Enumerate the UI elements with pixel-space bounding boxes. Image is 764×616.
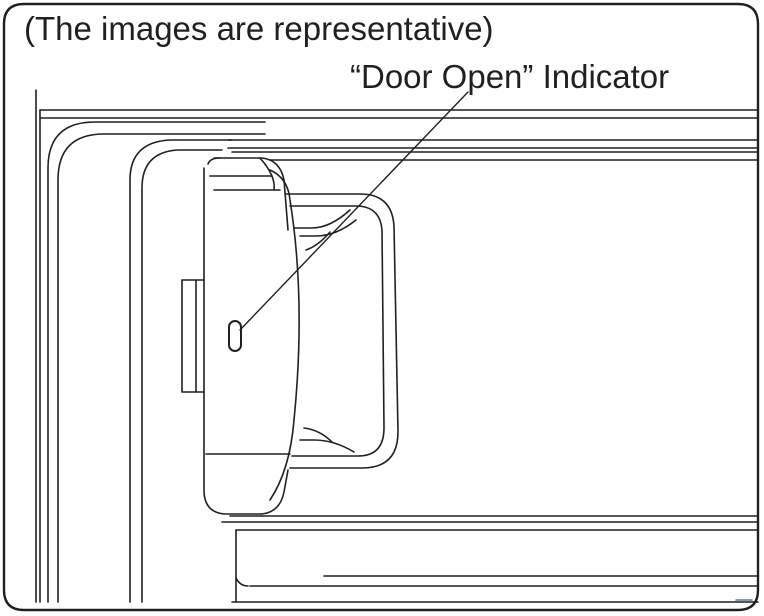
callout-leader-line [239, 91, 469, 331]
diagram-caption: (The images are representative) [24, 10, 494, 47]
door-handle [285, 193, 399, 469]
door-open-indicator [228, 320, 242, 352]
interior-rails [221, 139, 759, 603]
hinge-block [181, 279, 205, 393]
cabinet-top-edge [35, 89, 759, 603]
left-door-panel [47, 121, 266, 603]
hinge-cover [203, 157, 300, 515]
door-open-indicator-label: “Door Open” Indicator [350, 58, 670, 95]
